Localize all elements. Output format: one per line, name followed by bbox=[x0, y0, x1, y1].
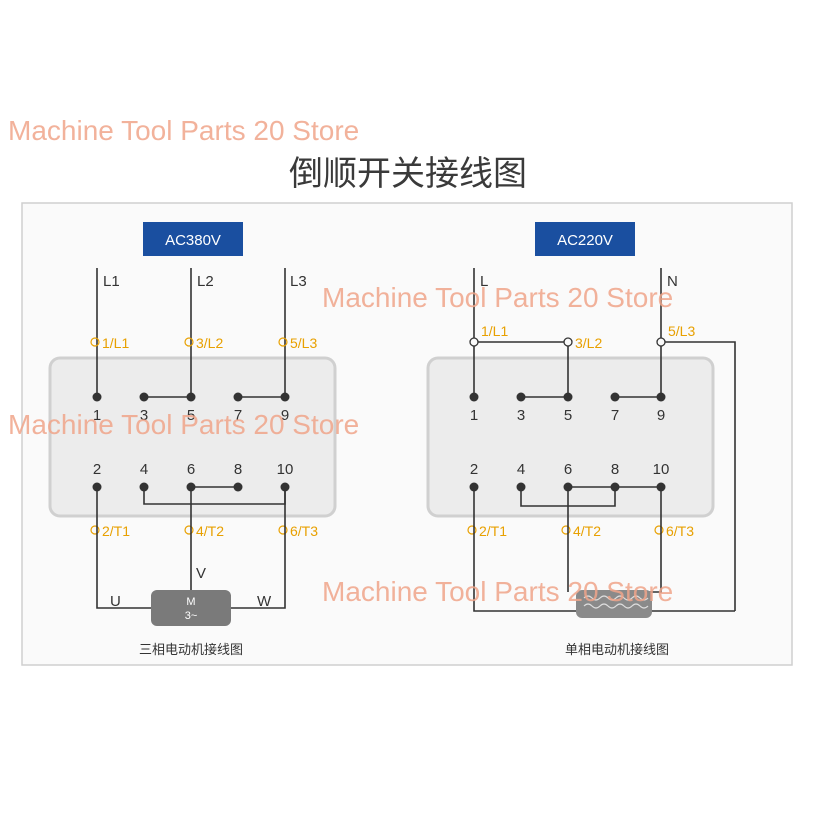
caption-three-phase: 三相电动机接线图 bbox=[139, 642, 243, 658]
terminal-label: 4/T2 bbox=[196, 523, 224, 539]
contact-dot bbox=[516, 482, 526, 492]
phase-label-u: U bbox=[110, 593, 121, 610]
terminal-marker bbox=[278, 525, 288, 535]
contact-dot bbox=[139, 482, 149, 492]
contact-number: 5 bbox=[187, 407, 195, 424]
contact-dot bbox=[516, 392, 526, 402]
contact-number: 8 bbox=[234, 461, 242, 478]
contact-dot bbox=[610, 482, 620, 492]
contact-number: 5 bbox=[564, 407, 572, 424]
terminal-marker bbox=[278, 337, 288, 347]
contact-dot bbox=[233, 482, 243, 492]
contact-number: 4 bbox=[517, 461, 525, 478]
contact-number: 10 bbox=[653, 461, 670, 478]
terminal-marker bbox=[184, 337, 194, 347]
contact-number: 6 bbox=[187, 461, 195, 478]
terminal-marker bbox=[563, 337, 573, 347]
contact-number: 7 bbox=[234, 407, 242, 424]
contact-number: 1 bbox=[470, 407, 478, 424]
supply-label-left: AC380V bbox=[165, 232, 221, 249]
motor-label: M bbox=[186, 596, 195, 608]
terminal-marker bbox=[184, 525, 194, 535]
terminal-label: 2/T1 bbox=[479, 523, 507, 539]
terminal-label: 1/L1 bbox=[481, 323, 508, 339]
caption-single-phase: 单相电动机接线图 bbox=[565, 642, 669, 658]
watermark: Machine Tool Parts 20 Store bbox=[8, 409, 359, 440]
motor-icon bbox=[151, 590, 231, 626]
terminal-label: 3/L2 bbox=[575, 335, 602, 351]
line-label-n: N bbox=[667, 273, 678, 290]
terminal-marker bbox=[90, 337, 100, 347]
phase-label-v: V bbox=[196, 565, 206, 582]
terminal-marker bbox=[467, 525, 477, 535]
line-label-l3: L3 bbox=[290, 273, 307, 290]
page-title: 倒顺开关接线图 bbox=[289, 154, 527, 194]
terminal-marker bbox=[561, 525, 571, 535]
terminal-label: 6/T3 bbox=[666, 523, 694, 539]
contact-number: 2 bbox=[470, 461, 478, 478]
contact-dot bbox=[233, 392, 243, 402]
contact-dot bbox=[469, 392, 479, 402]
contact-number: 6 bbox=[564, 461, 572, 478]
terminal-marker bbox=[469, 337, 479, 347]
contact-number: 1 bbox=[93, 407, 101, 424]
contact-dot bbox=[610, 392, 620, 402]
watermark: Machine Tool Parts 20 Store bbox=[322, 576, 673, 607]
contact-number: 9 bbox=[281, 407, 289, 424]
watermark: Machine Tool Parts 20 Store bbox=[8, 115, 359, 146]
supply-label-right: AC220V bbox=[557, 232, 613, 249]
line-label-l2: L2 bbox=[197, 273, 214, 290]
contact-number: 3 bbox=[140, 407, 148, 424]
phase-label-w: W bbox=[257, 593, 272, 610]
contact-number: 3 bbox=[517, 407, 525, 424]
contact-dot bbox=[139, 392, 149, 402]
three-phase-panel: AC380V L1 L2 L3 1/L1 3/L2 5/L3 1 3 5 7 9 bbox=[48, 222, 337, 658]
contact-number: 10 bbox=[277, 461, 294, 478]
supply-badge-left bbox=[143, 222, 243, 256]
contact-number: 8 bbox=[611, 461, 619, 478]
watermark: Machine Tool Parts 20 Store bbox=[322, 282, 673, 313]
terminal-label: 4/T2 bbox=[573, 523, 601, 539]
terminal-label: 5/L3 bbox=[290, 335, 317, 351]
single-phase-panel: AC220V L N 1/L1 3/L2 5/L3 1 3 5 7 9 2 bbox=[426, 222, 736, 658]
contact-number: 2 bbox=[93, 461, 101, 478]
contact-number: 9 bbox=[657, 407, 665, 424]
terminal-label: 3/L2 bbox=[196, 335, 223, 351]
supply-badge-right bbox=[535, 222, 635, 256]
contact-dot bbox=[280, 392, 290, 402]
terminal-marker bbox=[654, 525, 664, 535]
motor-sub-label: 3~ bbox=[185, 610, 198, 622]
contact-dot bbox=[563, 392, 573, 402]
winding-icon bbox=[583, 603, 649, 609]
line-label-l: L bbox=[480, 273, 488, 290]
terminal-label: 6/T3 bbox=[290, 523, 318, 539]
terminal-marker bbox=[90, 525, 100, 535]
contact-number: 4 bbox=[140, 461, 148, 478]
contact-dot bbox=[656, 392, 666, 402]
contact-dot bbox=[186, 392, 196, 402]
switch-body-right bbox=[426, 356, 715, 518]
terminal-label: 5/L3 bbox=[668, 323, 695, 339]
contact-number: 7 bbox=[611, 407, 619, 424]
terminal-label: 2/T1 bbox=[102, 523, 130, 539]
winding-icon bbox=[583, 595, 649, 601]
line-label-l1: L1 bbox=[103, 273, 120, 290]
contact-dot bbox=[92, 392, 102, 402]
terminal-label: 1/L1 bbox=[102, 335, 129, 351]
terminal-marker bbox=[656, 337, 666, 347]
